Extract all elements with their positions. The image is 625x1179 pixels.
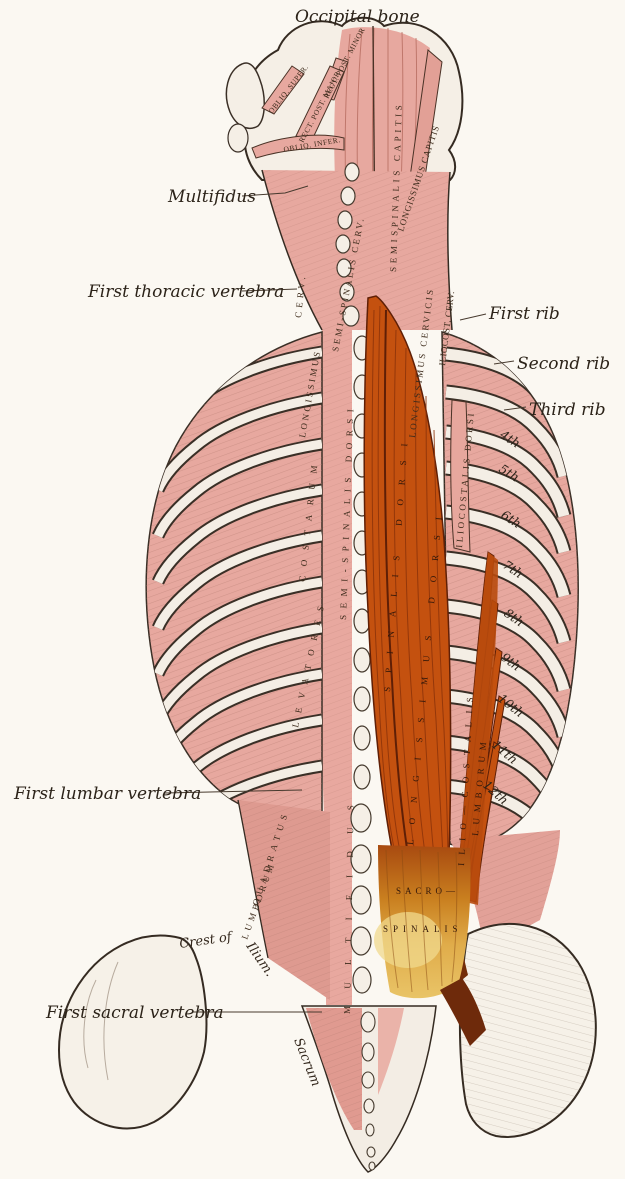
erector-spinae-group: [363, 295, 506, 988]
dark-tendon-tail: [440, 978, 486, 1046]
label-third-rib: Third rib: [529, 400, 606, 420]
transverse-process-atlas: [227, 123, 249, 153]
sacrospinalis-aponeurosis: [374, 845, 486, 1046]
leader-lines: [164, 185, 527, 1013]
label-sacro: SACRO—: [396, 886, 459, 896]
sacral-crest-and-coccyx: [360, 1011, 376, 1171]
sacral-multifidus-hatching: [306, 1008, 362, 1130]
label-first-rib: First rib: [488, 304, 560, 324]
obliquus-superior-muscle: [261, 65, 305, 115]
lumbar-region: [237, 799, 560, 1000]
annotation-labels: Occipital bone Multifidus First thoracic…: [13, 7, 610, 1089]
pelvis-region: [58, 922, 597, 1173]
spinalis-longissimus-groove: [383, 309, 411, 869]
label-second-rib: Second rib: [517, 354, 610, 374]
left-ilium-shading: [83, 961, 119, 1081]
mastoid-process: [225, 62, 265, 130]
label-occipital-bone: Occipital bone: [295, 7, 420, 27]
gold-striations: [385, 849, 458, 993]
iliocostalis-dorsi-band: [450, 399, 471, 553]
gold-highlight: [374, 912, 442, 968]
label-cerv-left: CERV.: [293, 275, 307, 318]
label-first-sacral-vertebra: First sacral vertebra: [45, 1003, 224, 1023]
left-ilium-bone: [58, 934, 208, 1130]
label-multifidus: Multifidus: [167, 187, 256, 207]
sacral-muscle-right: [378, 1008, 404, 1095]
cervical-spinous-processes: [335, 162, 360, 327]
right-ilium-shading: [459, 923, 596, 1137]
quadratus-outline: [237, 799, 269, 959]
quadratus-hatching: [238, 800, 330, 1000]
erector-striations: [371, 305, 449, 878]
label-first-thoracic-vertebra: First thoracic vertebra: [87, 282, 284, 302]
label-first-lumbar-vertebra: First lumbar vertebra: [13, 784, 201, 804]
label-spinalis-gold: SPINALIS: [383, 924, 463, 934]
iliocostalis-lumborum-band: [456, 552, 498, 905]
spinous-process-column: [350, 335, 372, 994]
neck-hatching: [262, 170, 452, 330]
neck-region: [261, 162, 453, 331]
obliquus-inferior-muscle: [251, 134, 345, 159]
